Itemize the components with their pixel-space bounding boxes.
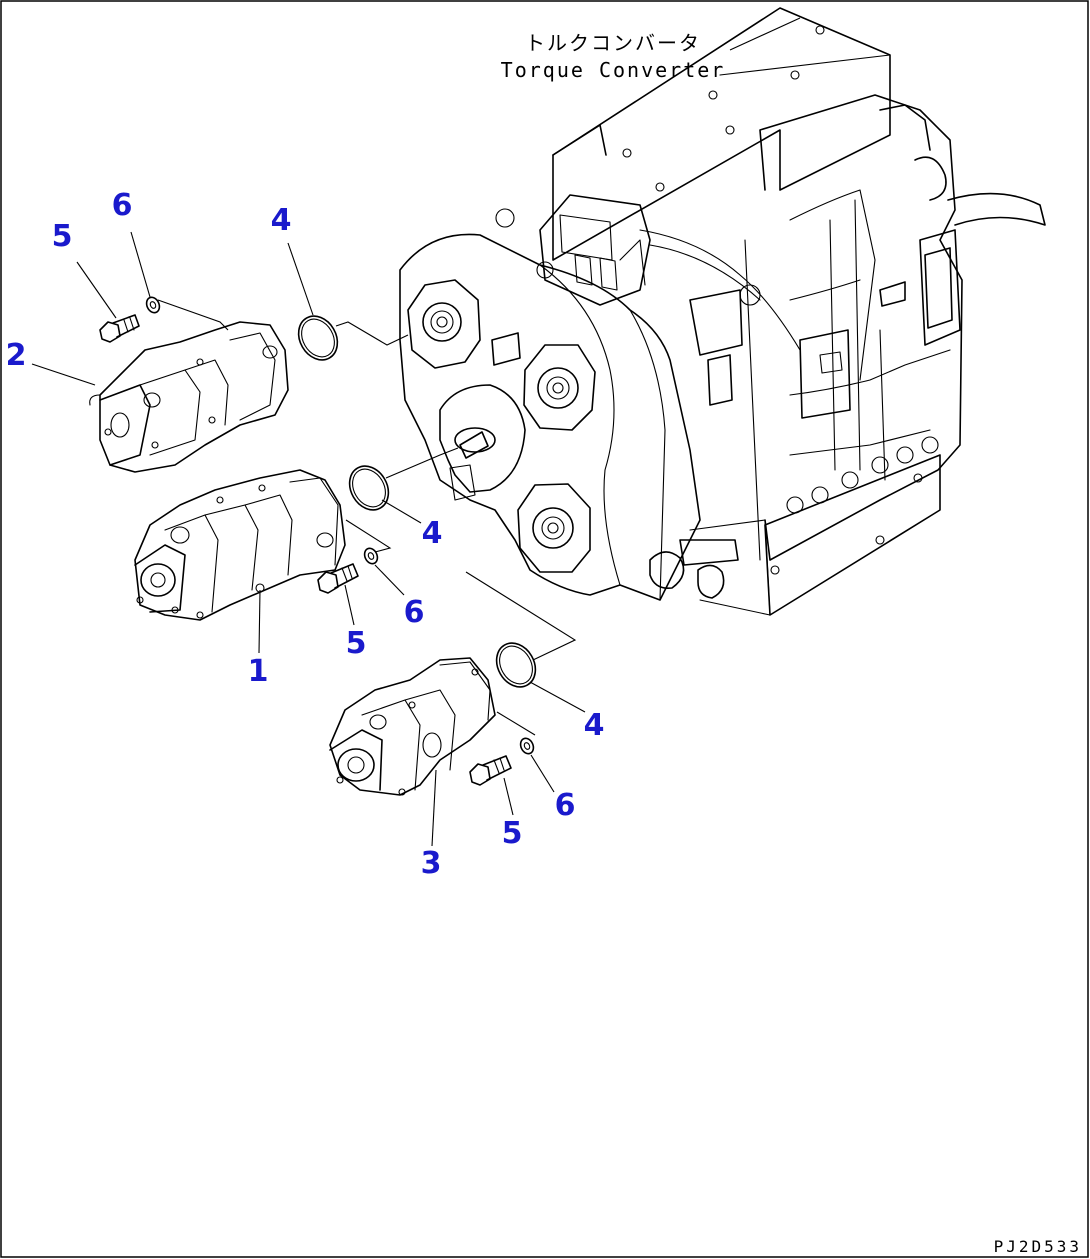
o-ring-4-middle	[348, 465, 390, 511]
callout-4-upper: 4	[271, 203, 292, 238]
callout-6-upper: 6	[112, 188, 133, 223]
pto-gearbox	[399, 233, 701, 601]
caption-english: Torque Converter	[501, 58, 726, 82]
o-ring-4-lower	[495, 642, 537, 688]
callout-6-lower: 6	[555, 788, 576, 823]
torque-converter-housing	[495, 7, 1046, 616]
callout-5-lower: 5	[502, 816, 523, 851]
callout-5-middle: 5	[346, 626, 367, 661]
mount-port-middle	[523, 344, 596, 431]
hydraulic-pump-2	[89, 321, 289, 473]
mount-port-lower	[517, 483, 591, 573]
callout-labels: 2 5 6 4 4 6 5 1 4 6 5 3	[6, 188, 605, 881]
o-ring-4-upper	[297, 315, 339, 361]
mount-port-center	[439, 384, 526, 501]
callout-4-lower: 4	[584, 708, 605, 743]
bolt-5-middle	[317, 563, 359, 594]
washer-6-upper	[145, 296, 161, 314]
callout-leaders	[31, 231, 586, 847]
hydraulic-pump-1	[134, 469, 346, 621]
caption-japanese: トルクコンバータ	[525, 31, 701, 55]
bolt-5-lower	[469, 755, 512, 786]
callout-1: 1	[248, 654, 269, 689]
callout-5-upper: 5	[52, 219, 73, 254]
bolt-5-upper	[99, 314, 140, 343]
callout-6-middle: 6	[404, 595, 425, 630]
hydraulic-pump-3	[329, 657, 496, 796]
callout-2: 2	[6, 338, 27, 373]
washer-6-lower	[519, 737, 535, 755]
callout-3: 3	[421, 846, 442, 881]
assembly-center-lines	[157, 17, 801, 736]
callout-4-middle: 4	[422, 516, 443, 551]
drawing-code: PJ2D533	[994, 1237, 1082, 1256]
washer-6-middle	[363, 547, 379, 565]
mount-port-upper	[407, 279, 481, 369]
